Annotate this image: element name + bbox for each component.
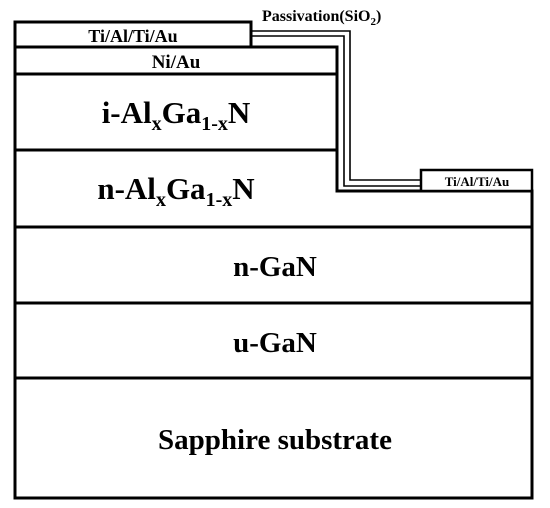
n-gan-label: n-GaN	[233, 251, 317, 283]
i-algan-layer	[13, 72, 339, 152]
side-contact-label: Ti/Al/Ti/Au	[445, 174, 510, 189]
side-contact-layer	[419, 168, 534, 193]
substrate-label: Sapphire substrate	[158, 424, 392, 456]
u-gan-layer	[13, 301, 534, 380]
top-contact-label: Ti/Al/Ti/Au	[88, 26, 177, 46]
n-algan-label: n-AlxGa1-xN	[97, 171, 254, 211]
i-algan-label: i-AlxGa1-xN	[102, 95, 251, 135]
passivation-inner-line	[251, 35, 422, 187]
ni-au-layer	[13, 45, 339, 76]
ni-au-label: Ni/Au	[152, 52, 201, 73]
u-gan-label: u-GaN	[233, 327, 317, 359]
sapphire-substrate-layer	[13, 376, 534, 500]
passivation-label: Passivation(SiO2)	[262, 8, 381, 28]
top-contact-layer	[13, 20, 253, 49]
passivation-outer-line	[251, 30, 422, 181]
